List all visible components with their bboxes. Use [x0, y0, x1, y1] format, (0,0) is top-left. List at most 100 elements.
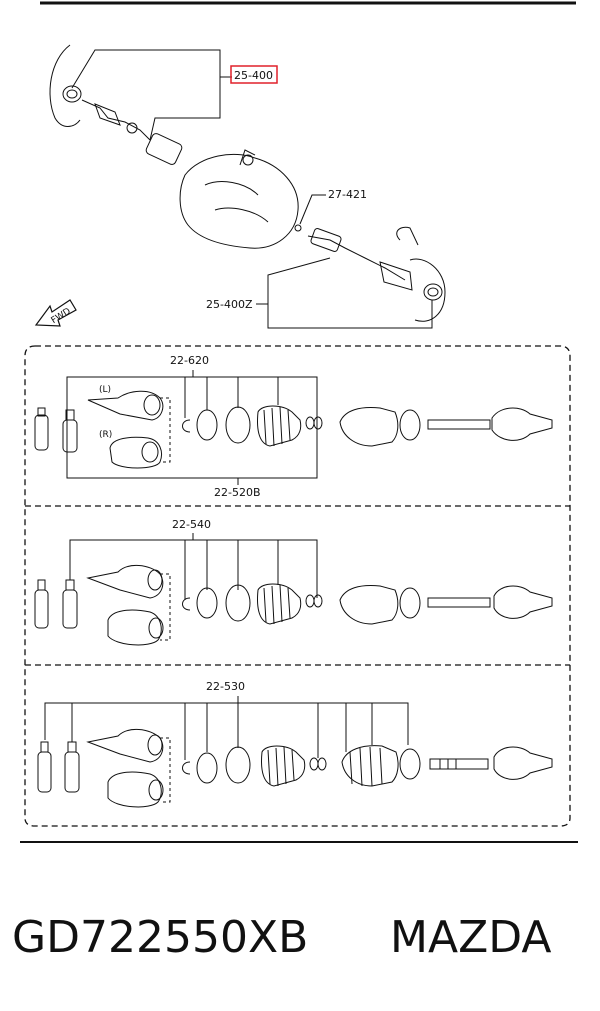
callout-top-highlight	[230, 65, 278, 84]
p3-joint-lower	[107, 771, 162, 808]
callout-bottom-shaft-leader	[267, 257, 433, 329]
p3-outer-ring	[399, 748, 421, 780]
p3-grease-cap-2	[67, 741, 77, 753]
p3-joint-upper	[86, 729, 164, 763]
left-shaft	[81, 99, 151, 141]
p1-joint-right	[109, 436, 162, 469]
right-hub-seal-inner	[427, 287, 439, 297]
p1-outer-boot	[339, 407, 399, 447]
p3-grease-tube-1	[37, 751, 52, 793]
top-assembly	[49, 44, 446, 322]
p2-joint-lower	[107, 609, 162, 646]
callout-bottom-shaft: 25-400Z	[206, 257, 433, 329]
p1-outer-joint	[491, 407, 553, 441]
p3-band-2	[317, 757, 327, 771]
right-strut	[396, 226, 419, 246]
callout-top-label: 25-400	[234, 69, 273, 82]
p2-joint-bracket	[160, 573, 171, 641]
p3-outer-boot	[341, 745, 399, 787]
p2-grease-cap-2	[65, 579, 75, 591]
left-shaft-ring	[126, 122, 138, 134]
p3-outer-joint	[493, 746, 553, 780]
p2-outer-boot	[339, 585, 399, 625]
p1-band-2	[313, 416, 323, 430]
p1-joint-left	[87, 390, 164, 421]
p3-grease-cap-1	[40, 741, 49, 753]
part-number: GD722550XB	[12, 912, 308, 963]
p1-grease-tube-1	[34, 414, 49, 451]
transmission-bolt	[242, 154, 254, 166]
p2-inner-boot	[257, 583, 302, 625]
fwd-arrow: FWD	[34, 299, 77, 327]
p1-grease-cap-1	[37, 407, 46, 417]
transmission-body	[179, 153, 299, 249]
p2-ring-1	[196, 587, 218, 619]
p1-outer-ring	[399, 409, 421, 441]
left-hub-seal-inner	[66, 89, 78, 99]
p2-ring-2	[225, 584, 251, 622]
p3-circlip	[182, 761, 191, 775]
right-hub-outline	[409, 258, 446, 322]
p2-shaft	[427, 597, 491, 608]
callout-top: 25-400	[71, 49, 278, 141]
panel-3-top-label: 22-530	[206, 680, 245, 693]
p1-shaft	[427, 419, 491, 430]
left-shaft-joint	[94, 103, 121, 126]
p2-band-1	[305, 594, 315, 608]
callout-right-joint-leader	[299, 194, 326, 225]
p3-shaft	[429, 758, 489, 770]
brand-name: MAZDA	[390, 912, 551, 963]
panel-1-bottom-label: 22-520B	[214, 486, 261, 499]
p3-shaft-splines	[439, 759, 457, 769]
callout-right-joint-label: 27-421	[328, 188, 367, 201]
left-inner-joint	[145, 133, 183, 165]
p2-inner-boot-ribs	[263, 584, 291, 625]
p2-band-2	[313, 594, 323, 608]
panel-1-right-tag: (R)	[99, 430, 112, 440]
p3-joint-upper-face	[147, 734, 163, 756]
callout-right-joint: 27-421	[299, 188, 367, 225]
right-shaft	[307, 235, 406, 281]
p1-band-1	[305, 416, 315, 430]
p1-grease-cap-2	[65, 409, 75, 421]
p1-joint-bracket	[160, 397, 171, 463]
right-hub-seal	[423, 283, 443, 301]
panel-1-left-tag: (L)	[99, 385, 111, 395]
right-joint-clip	[294, 224, 302, 232]
p3-joint-bracket	[160, 737, 171, 803]
exploded-frame	[24, 345, 571, 827]
p1-ring-2	[225, 406, 251, 444]
p3-ring-2	[225, 746, 251, 784]
transmission-detail	[204, 149, 269, 223]
p1-ring-1	[196, 409, 218, 441]
p1-joint-left-face	[143, 394, 161, 416]
left-hub-seal	[62, 85, 82, 103]
p2-grease-cap-1	[37, 579, 46, 591]
left-hub-outline	[49, 44, 81, 127]
p1-inner-boot-ribs	[263, 406, 291, 447]
p2-joint-upper	[86, 565, 164, 599]
right-inner-joint	[310, 228, 342, 252]
p2-circlip	[182, 597, 191, 611]
callout-bottom-shaft-label: 25-400Z	[206, 298, 253, 311]
p1-circlip	[182, 419, 191, 433]
p2-joint-lower-face	[148, 617, 164, 639]
panel-1	[34, 370, 553, 485]
p2-outer-ring	[399, 587, 421, 619]
p3-inner-boot	[261, 745, 306, 787]
p2-grease-tube-1	[34, 589, 49, 629]
p1-inner-boot	[257, 405, 302, 447]
p1-joint-right-face	[141, 441, 159, 463]
panel-1-bracket	[66, 376, 318, 479]
p3-ring-1	[196, 752, 218, 784]
p3-inner-boot-ribs	[267, 746, 295, 787]
panel-2-top-label: 22-540	[172, 518, 211, 531]
p3-grease-tube-2	[64, 751, 80, 793]
p2-outer-joint	[493, 585, 553, 619]
p2-joint-upper-face	[147, 569, 163, 591]
p1-grease-tube-2	[62, 419, 78, 453]
panel-3	[37, 696, 553, 808]
p3-joint-lower-face	[148, 779, 164, 801]
panel-2	[34, 533, 553, 646]
